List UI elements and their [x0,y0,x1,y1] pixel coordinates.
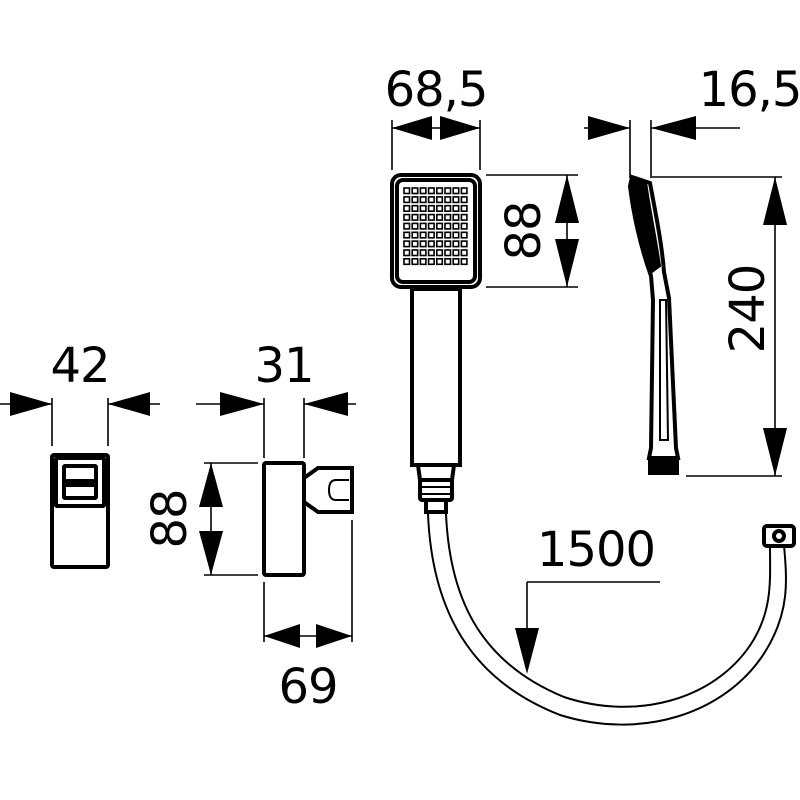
spray-nozzle [419,249,427,257]
spray-nozzle [411,204,419,212]
spray-nozzle [444,257,452,266]
bracket-projection-label: 69 [278,659,337,715]
spray-nozzle [403,204,411,212]
spray-nozzle [452,187,460,195]
spray-nozzle [403,231,411,239]
spray-nozzle [427,222,435,230]
spray-nozzle [444,240,452,248]
spray-nozzle [460,204,468,212]
spray-nozzle [435,240,444,248]
bracket-depth-label: 31 [254,338,313,394]
spray-nozzle [419,222,427,230]
spray-nozzle [435,231,444,239]
head-height-label: 88 [496,201,552,260]
spray-nozzle [419,213,427,221]
spray-nozzle [435,204,444,212]
spray-nozzle [460,196,468,204]
spray-nozzle [460,249,468,257]
bracket-height-label: 88 [142,489,198,548]
hose-length-dimension: 1500 [515,522,660,674]
hose-length-label: 1500 [537,522,655,578]
spray-nozzle [460,213,468,221]
spray-nozzles [403,187,468,266]
spray-nozzle [435,257,444,266]
spray-nozzle [411,249,419,257]
spray-nozzle [419,187,427,195]
wall-holder-front-view [50,453,110,569]
spray-nozzle [452,213,460,221]
spray-nozzle [419,204,427,212]
spray-nozzle [435,213,444,221]
spray-nozzle [403,196,411,204]
spray-nozzle [435,249,444,257]
spray-nozzle [452,249,460,257]
spray-nozzle [444,187,452,195]
spray-nozzle [427,196,435,204]
spray-nozzle [444,196,452,204]
spray-nozzle [427,204,435,212]
handle-thickness-label: 16,5 [699,62,800,118]
spray-nozzle [444,213,452,221]
spray-nozzle [460,222,468,230]
spray-nozzle [444,204,452,212]
spray-nozzle [411,257,419,266]
shower-length-dimension: 240 [652,176,787,477]
spray-nozzle [452,204,460,212]
shower-hose [427,513,796,726]
spray-nozzle [452,196,460,204]
spray-nozzle [411,187,419,195]
hand-shower-front-view [390,173,482,514]
spray-nozzle [435,196,444,204]
spray-nozzle [403,240,411,248]
spray-nozzle [444,249,452,257]
head-width-label: 68,5 [385,62,488,118]
spray-nozzle [452,240,460,248]
spray-nozzle [403,187,411,195]
spray-nozzle [435,187,444,195]
spray-nozzle [411,213,419,221]
spray-nozzle [460,231,468,239]
spray-nozzle [435,222,444,230]
spray-nozzle [444,231,452,239]
spray-nozzle [411,222,419,230]
spray-nozzle [419,231,427,239]
spray-nozzle [411,240,419,248]
wall-holder-side-view [262,461,354,577]
spray-nozzle [403,213,411,221]
bracket-depth-dimension: 31 [196,338,356,458]
spray-nozzle [427,240,435,248]
spray-nozzle [444,222,452,230]
hand-shower-side-view [627,174,681,475]
spray-nozzle [403,249,411,257]
spray-nozzle [452,231,460,239]
spray-nozzle [419,196,427,204]
spray-nozzle [419,240,427,248]
spray-nozzle [460,187,468,195]
spray-nozzle [411,196,419,204]
spray-nozzle [403,257,411,266]
handle-thickness-dimension: 16,5 [584,62,800,178]
spray-nozzle [460,240,468,248]
head-height-dimension: 88 [486,174,579,288]
holder-width-label: 42 [50,338,109,394]
shower-length-label: 240 [720,265,776,354]
holder-width-dimension: 42 [0,338,160,446]
spray-nozzle [460,257,468,266]
bracket-projection-dimension: 69 [263,520,353,715]
spray-nozzle [427,213,435,221]
spray-nozzle [419,257,427,266]
bracket-height-dimension: 88 [142,462,258,576]
spray-nozzle [411,231,419,239]
spray-nozzle [427,187,435,195]
spray-nozzle [452,222,460,230]
spray-nozzle [403,222,411,230]
head-width-dimension: 68,5 [385,62,488,170]
spray-nozzle [427,231,435,239]
spray-nozzle [452,257,460,266]
spray-nozzle [427,249,435,257]
spray-nozzle [427,257,435,266]
